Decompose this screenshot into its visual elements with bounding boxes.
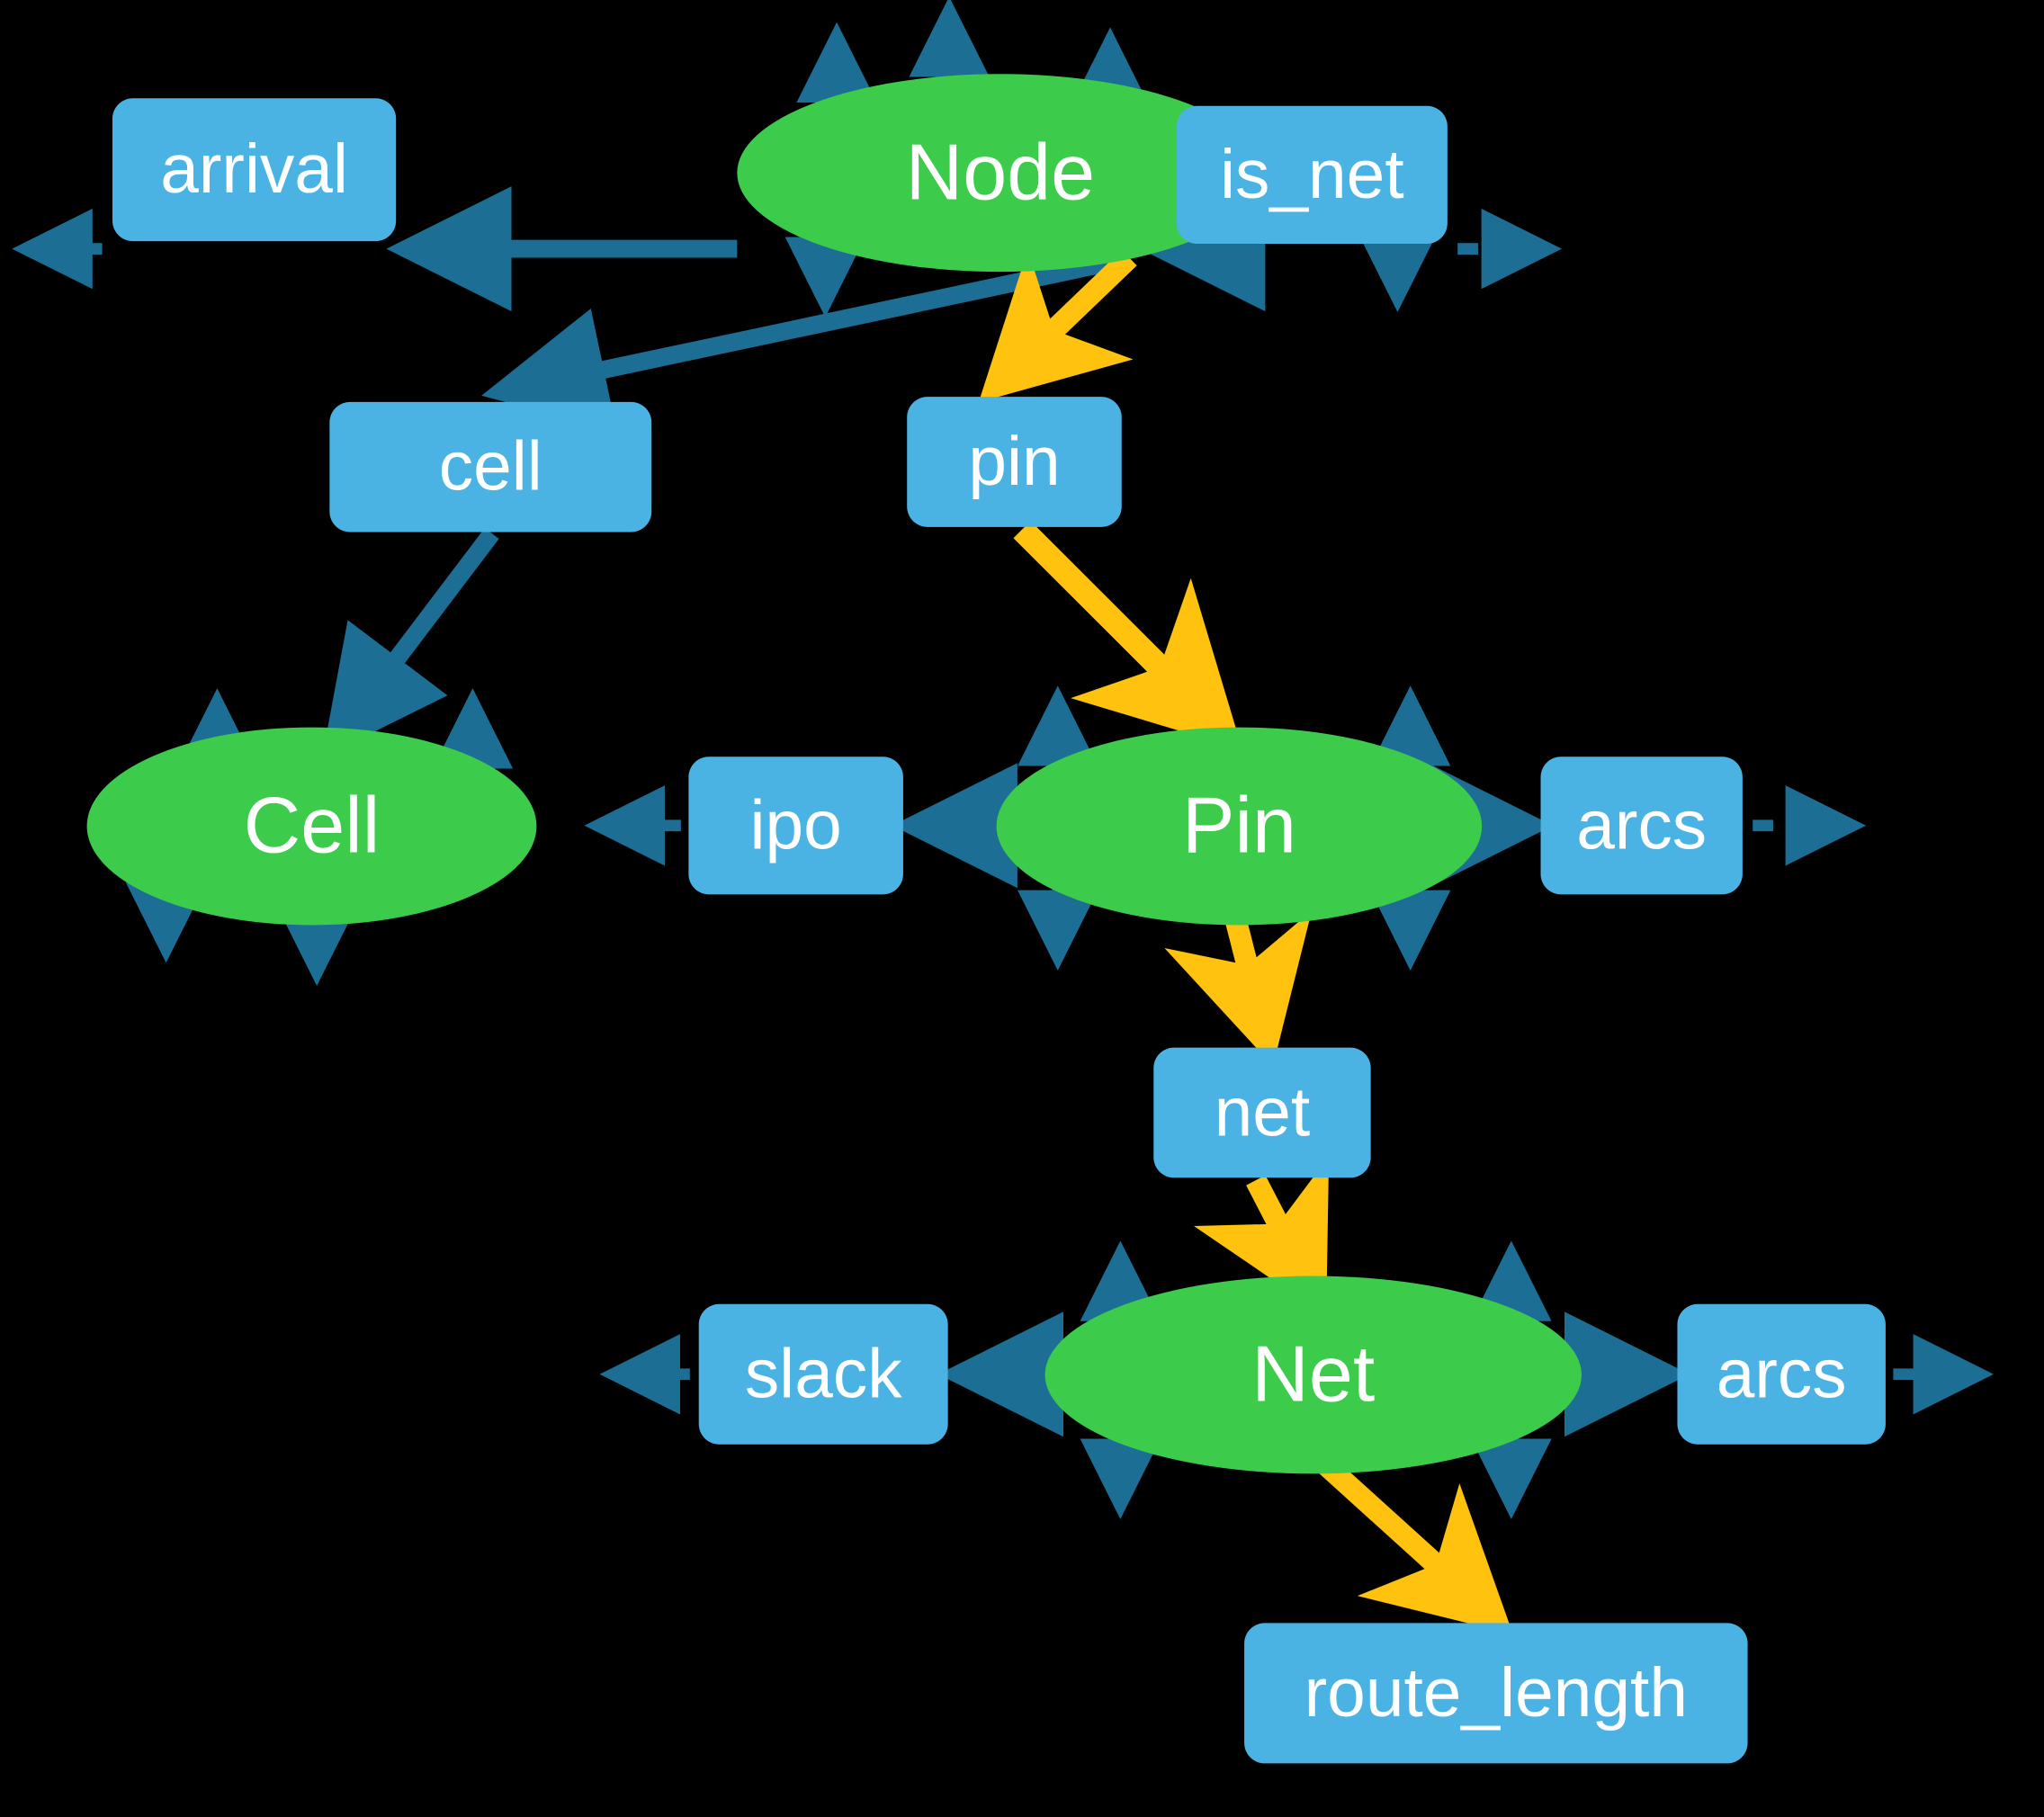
attribute-pin[interactable]: pin [907,397,1122,527]
edge-net-entity-route-length [1307,1446,1513,1634]
entity-pin-label: Pin [1181,781,1297,870]
entity-net-label: Net [1251,1329,1376,1419]
attribute-arcs-net[interactable]: arcs [1677,1303,1886,1445]
edge-net-attr-net-entity [1194,1156,1330,1317]
entity-node-label: Node [905,128,1096,217]
attribute-ipo-label: ipo [749,787,842,864]
attribute-arrival[interactable]: arrival [112,98,397,242]
attribute-pin-label: pin [968,423,1061,501]
attribute-ipo[interactable]: ipo [688,756,903,895]
attribute-arcs-pin-label: arcs [1576,787,1708,864]
attribute-net[interactable]: net [1153,1047,1371,1178]
attribute-arrival-label: arrival [160,131,348,209]
attribute-arcs-pin[interactable]: arcs [1540,756,1743,895]
edge-pin-attr-pin-entity [1013,521,1242,750]
edge-cell-attr-cell-entity [322,527,499,758]
attribute-is-net-label: is_net [1220,136,1404,213]
attribute-cell-label: cell [438,428,542,506]
attribute-route-length-label: route_length [1304,1654,1688,1732]
entity-cell[interactable]: Cell [86,727,537,926]
attribute-route-length[interactable]: route_length [1244,1623,1748,1764]
attribute-slack-label: slack [744,1336,902,1413]
entity-net[interactable]: Net [1044,1275,1582,1474]
attribute-is-net[interactable]: is_net [1176,105,1448,244]
attribute-cell[interactable]: cell [329,401,652,533]
attribute-slack[interactable]: slack [698,1303,948,1445]
entity-cell-label: Cell [243,781,381,870]
edge-node-pin-attr [978,249,1137,403]
attribute-arcs-net-label: arcs [1716,1336,1847,1413]
attribute-net-label: net [1214,1074,1311,1151]
entity-pin[interactable]: Pin [996,727,1483,926]
entity-node[interactable]: Node [737,74,1264,273]
